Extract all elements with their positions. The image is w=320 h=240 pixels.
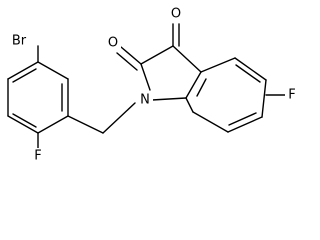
o-c3-label: O	[171, 7, 181, 22]
atom-label-o-c3: O	[168, 6, 184, 22]
bond-ring-ch2	[67, 115, 104, 134]
molecule-diagram: Br F N O O F	[7, 6, 299, 164]
bond-c2-o	[120, 46, 142, 65]
o-c2-label: O	[108, 36, 118, 51]
atom-label-br: Br	[9, 33, 29, 49]
br-label: Br	[12, 34, 27, 49]
pyrrolidine-ring	[140, 45, 202, 101]
f-indole-label: F	[288, 88, 295, 103]
benzyl-ring	[7, 61, 69, 134]
atom-label-o-c2: O	[105, 35, 121, 51]
f-benzyl-label: F	[34, 149, 41, 164]
structure-drawing: Br F N O O F	[7, 6, 299, 164]
bond-ch2-n	[102, 102, 136, 134]
atom-label-n: N	[137, 92, 153, 108]
atom-label-f-indole: F	[285, 87, 299, 103]
n-label: N	[140, 93, 150, 108]
atom-label-f-benzyl: F	[31, 148, 45, 164]
benzo-ring	[185, 57, 267, 133]
bond-c2-o-double	[116, 52, 138, 71]
